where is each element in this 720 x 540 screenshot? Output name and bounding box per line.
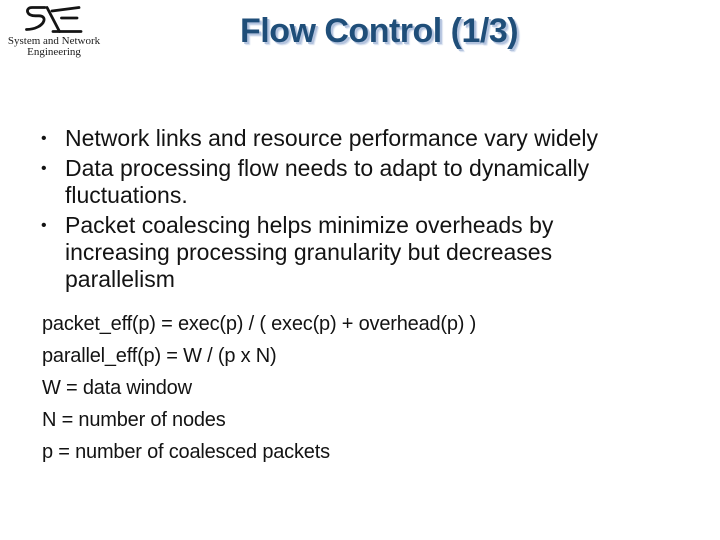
formula-packet-eff: packet_eff(p) = exec(p) / ( exec(p) + ov… [42, 313, 477, 335]
logo-org-line2: Engineering [27, 45, 81, 58]
bullet-text: Network links and resource performance v… [65, 125, 599, 151]
sne-logo: System and Network Engineering [2, 5, 106, 57]
bullet-dot-icon: • [41, 160, 47, 177]
bullet-item-network-links: • Network links and resource performance… [40, 125, 628, 152]
sne-logo-icon [25, 6, 83, 33]
definition-data-window: W = data window [42, 377, 192, 399]
bullet-list: • Network links and resource performance… [40, 125, 628, 296]
bullet-item-packet-coalescing: • Packet coalescing helps minimize overh… [40, 212, 628, 293]
slide-title: Flow Control (1/3) [240, 12, 519, 50]
bullet-dot-icon: • [41, 217, 47, 234]
logo-org-line1: System and Network [7, 35, 101, 47]
definition-number-of-nodes: N = number of nodes [42, 409, 226, 431]
bullet-item-data-processing: • Data processing flow needs to adapt to… [40, 155, 628, 209]
bullet-dot-icon: • [41, 130, 47, 147]
formula-parallel-eff: parallel_eff(p) = W / (p x N) [42, 345, 277, 367]
bullet-text: Packet coalescing helps minimize overhea… [65, 212, 554, 292]
bullet-text: Data processing flow needs to adapt to d… [65, 155, 590, 208]
definition-coalesced-packets: p = number of coalesced packets [42, 441, 330, 463]
formula-block: packet_eff(p) = exec(p) / ( exec(p) + ov… [42, 314, 702, 474]
